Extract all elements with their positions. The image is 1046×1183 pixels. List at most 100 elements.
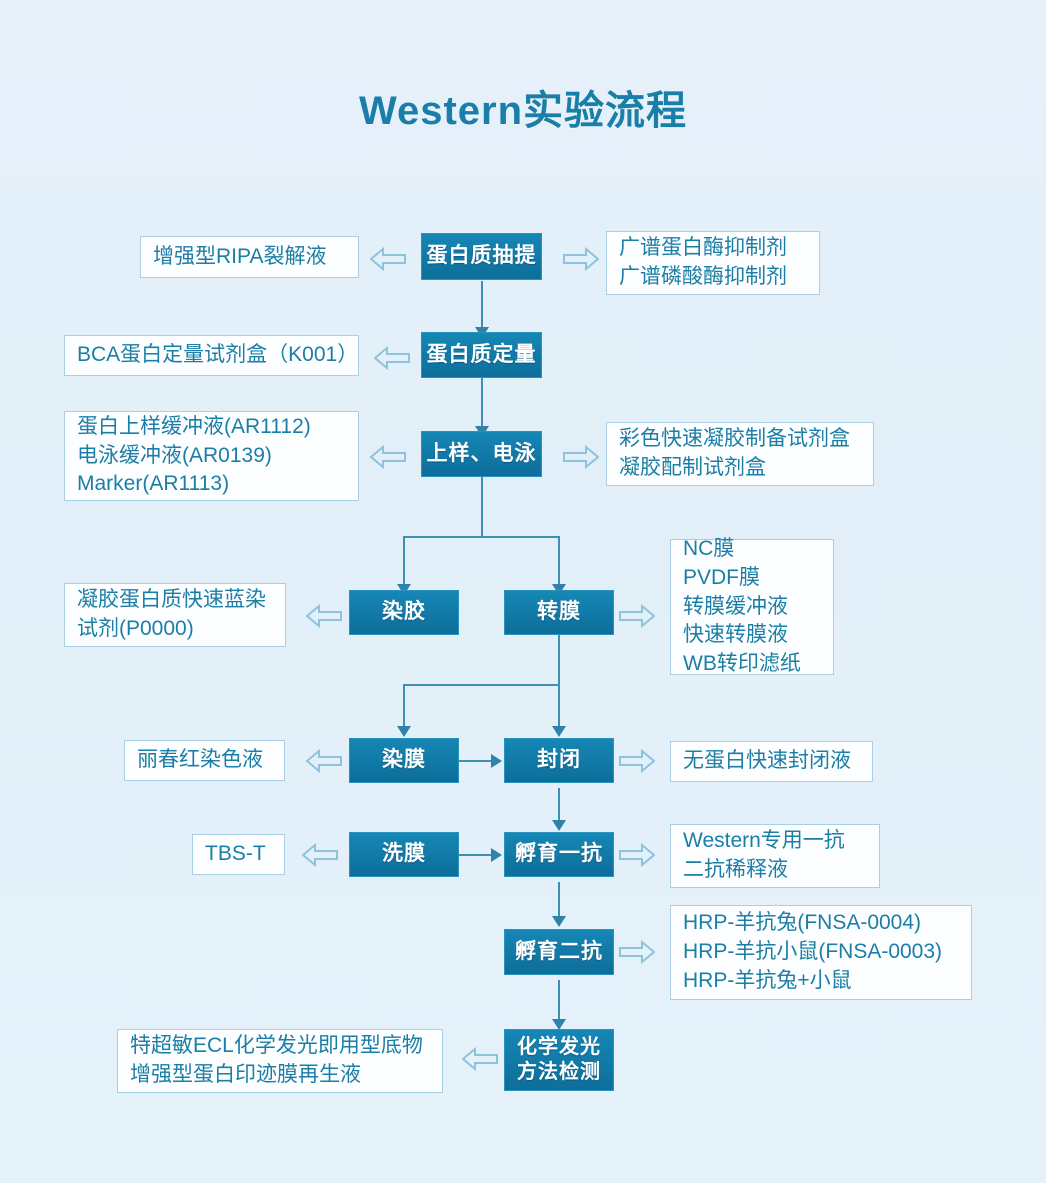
block-arrow-right-1: [563, 246, 599, 272]
block-arrow-left-1: [370, 246, 406, 272]
reagent-blue-stain[interactable]: 凝胶蛋白质快速蓝染 试剂(P0000): [64, 583, 286, 647]
arrowhead-primary: [552, 820, 566, 831]
reagent-line: HRP-羊抗兔+小鼠: [683, 968, 852, 992]
reagent-line: 快速转膜液: [683, 623, 788, 647]
reagent-line: Marker(AR1113): [77, 472, 230, 496]
reagent-line: 凝胶蛋白质快速蓝染: [77, 588, 266, 612]
reagent-line: TBS-T: [205, 842, 266, 866]
step-membrane-washing[interactable]: 洗膜: [349, 832, 459, 877]
connector-washing-to-primary: [457, 854, 493, 856]
connector-split-left: [403, 536, 405, 587]
step-label-multiline: 化学发光 方法检测: [517, 1035, 601, 1085]
connector-extraction-to-quant: [481, 281, 483, 330]
connector-quant-to-electro: [481, 378, 483, 429]
step-label: 蛋白质定量: [426, 342, 537, 366]
step-protein-extraction[interactable]: 蛋白质抽提: [421, 233, 542, 280]
block-arrow-left-5: [306, 748, 342, 774]
connector-primary-to-secondary: [558, 882, 560, 919]
step-label: 洗膜: [382, 842, 426, 866]
reagent-line: 二抗稀释液: [683, 858, 788, 881]
reagent-line: 转膜缓冲液: [683, 594, 788, 618]
reagent-line: 广谱磷酸酶抑制剂: [619, 265, 787, 288]
step-label: 染膜: [382, 748, 426, 772]
arrowhead-primary-right: [491, 848, 502, 862]
reagent-ponceau[interactable]: 丽春红染色液: [124, 740, 285, 781]
block-arrow-right-4: [619, 603, 655, 629]
reagent-line: 增强型蛋白印迹膜再生液: [130, 1063, 361, 1086]
connector-staining-to-blocking: [457, 760, 493, 762]
reagent-antibody-diluent[interactable]: Western专用一抗 二抗稀释液: [670, 824, 880, 888]
arrowhead-membrane-transfer: [552, 584, 566, 595]
reagent-line: HRP-羊抗兔(FNSA-0004): [683, 911, 922, 935]
step-chemiluminescence[interactable]: 化学发光 方法检测: [504, 1029, 614, 1091]
step-loading-electrophoresis[interactable]: 上样、电泳: [421, 431, 542, 477]
reagent-transfer-materials[interactable]: NC膜 PVDF膜 转膜缓冲液 快速转膜液 WB转印滤纸: [670, 537, 834, 675]
step-label: 孵育一抗: [515, 842, 603, 866]
reagent-line: 电泳缓冲液(AR0139): [77, 443, 272, 467]
step-label: 孵育二抗: [515, 939, 603, 963]
connector-to-blocking: [558, 684, 560, 728]
reagent-line: WB转印滤纸: [683, 652, 801, 676]
page-title: Western实验流程: [358, 89, 688, 133]
reagent-loading-buffers[interactable]: 蛋白上样缓冲液(AR1112) 电泳缓冲液(AR0139) Marker(AR1…: [64, 411, 359, 501]
reagent-blocking-buffer[interactable]: 无蛋白快速封闭液: [670, 741, 873, 782]
reagent-line: 增强型RIPA裂解液: [153, 244, 327, 268]
connector-split-right: [558, 536, 560, 587]
reagent-ecl-substrate[interactable]: 特超敏ECL化学发光即用型底物 增强型蛋白印迹膜再生液: [117, 1029, 443, 1093]
step-label: 蛋白质抽提: [426, 244, 537, 268]
arrowhead-gel-staining: [397, 584, 411, 595]
reagent-line: 蛋白上样缓冲液(AR1112): [77, 414, 311, 438]
connector-transfer-split-horizontal: [403, 684, 560, 686]
reagent-tbst[interactable]: TBS-T: [192, 834, 285, 875]
reagent-line: NC膜: [683, 536, 735, 560]
reagent-line: 特超敏ECL化学发光即用型底物: [130, 1034, 423, 1058]
arrowhead-blocking: [552, 726, 566, 737]
block-arrow-right-7: [619, 939, 655, 965]
reagent-ripa-lysis[interactable]: 增强型RIPA裂解液: [140, 236, 359, 278]
block-arrow-left-4: [306, 603, 342, 629]
block-arrow-left-3: [370, 444, 406, 470]
step-primary-antibody[interactable]: 孵育一抗: [504, 832, 614, 877]
reagent-bca-kit[interactable]: BCA蛋白定量试剂盒（K001）: [64, 335, 359, 376]
step-label: 染胶: [382, 600, 426, 624]
arrowhead-membrane-staining: [397, 726, 411, 737]
reagent-line: 试剂(P0000): [77, 617, 194, 640]
connector-secondary-to-detection: [558, 980, 560, 1022]
reagent-line: 广谱蛋白酶抑制剂: [619, 236, 787, 260]
block-arrow-right-5: [619, 748, 655, 774]
step-label-line2: 方法检测: [517, 1061, 601, 1083]
step-gel-staining[interactable]: 染胶: [349, 590, 459, 635]
reagent-hrp-secondary[interactable]: HRP-羊抗兔(FNSA-0004) HRP-羊抗小鼠(FNSA-0003) H…: [670, 905, 972, 1000]
connector-split-horizontal: [403, 536, 560, 538]
step-label: 转膜: [537, 600, 581, 624]
step-label: 上样、电泳: [426, 441, 537, 465]
reagent-line: PVDF膜: [683, 565, 761, 589]
reagent-gel-prep-kits[interactable]: 彩色快速凝胶制备试剂盒 凝胶配制试剂盒: [606, 422, 874, 486]
arrowhead-secondary: [552, 916, 566, 927]
step-membrane-transfer[interactable]: 转膜: [504, 590, 614, 635]
block-arrow-left-6: [302, 842, 338, 868]
block-arrow-right-3: [563, 444, 599, 470]
arrowhead-blocking-right: [491, 754, 502, 768]
reagent-line: 无蛋白快速封闭液: [683, 749, 851, 773]
step-protein-quantitation[interactable]: 蛋白质定量: [421, 332, 542, 378]
step-secondary-antibody[interactable]: 孵育二抗: [504, 929, 614, 975]
connector-electro-down: [481, 477, 483, 536]
reagent-protease-inhibitors[interactable]: 广谱蛋白酶抑制剂 广谱磷酸酶抑制剂: [606, 231, 820, 295]
reagent-line: 彩色快速凝胶制备试剂盒: [619, 427, 850, 451]
block-arrow-left-8: [462, 1046, 498, 1072]
reagent-line: 凝胶配制试剂盒: [619, 456, 766, 479]
block-arrow-left-2: [374, 345, 410, 371]
arrowhead-detection: [552, 1019, 566, 1030]
step-membrane-staining[interactable]: 染膜: [349, 738, 459, 783]
step-label: 封闭: [537, 748, 581, 772]
connector-blocking-to-primary: [558, 788, 560, 823]
connector-transfer-down: [558, 635, 560, 685]
step-label-line1: 化学发光: [517, 1036, 601, 1058]
reagent-line: HRP-羊抗小鼠(FNSA-0003): [683, 940, 943, 964]
reagent-line: Western专用一抗: [683, 829, 845, 853]
step-blocking[interactable]: 封闭: [504, 738, 614, 783]
reagent-line: BCA蛋白定量试剂盒（K001）: [77, 343, 359, 367]
reagent-line: 丽春红染色液: [137, 748, 263, 772]
